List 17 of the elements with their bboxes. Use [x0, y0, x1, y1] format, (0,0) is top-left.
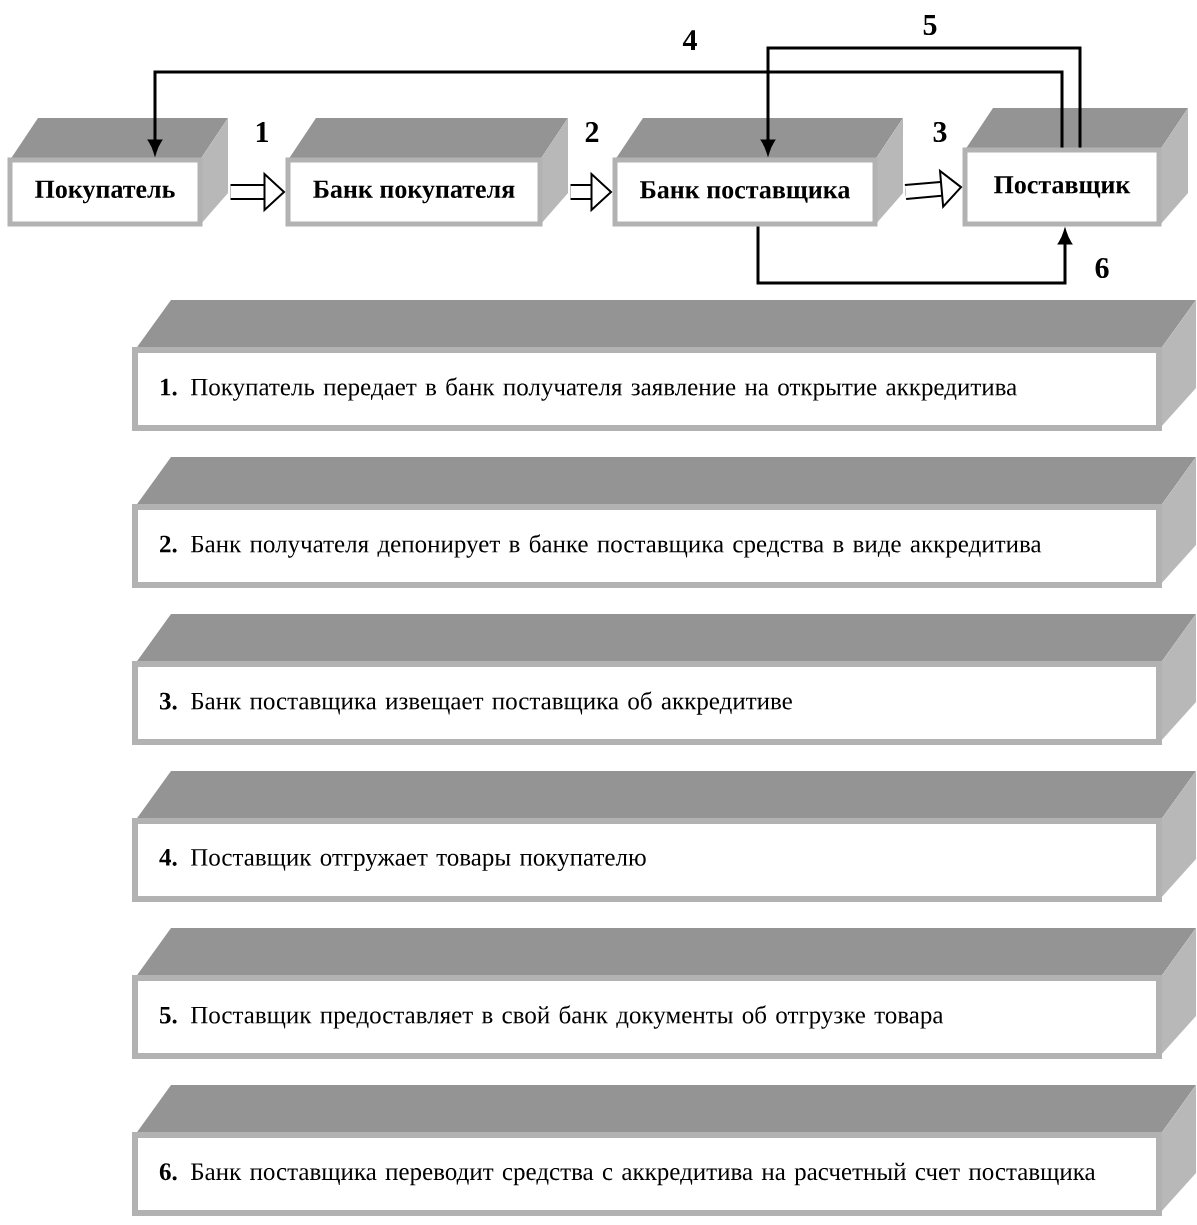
- edge-label: 2: [585, 122, 599, 142]
- step-band: 2. Банк получателя депонирует в банке поставщика средства в виде аккредитива: [132, 457, 1196, 588]
- edge-label: 5: [923, 15, 937, 35]
- participant-box: Поставщик: [962, 108, 1188, 227]
- participant-box: Покупатель: [7, 118, 228, 227]
- step-band: 6. Банк поставщика переводит средства с аккредитива на расчетный счет поставщика: [132, 1085, 1196, 1216]
- participant-box: Банк покупателя: [285, 118, 568, 227]
- edge-label: 6: [1095, 257, 1109, 279]
- step-band: 4. Поставщик отгружает товары покупателю: [132, 771, 1196, 902]
- step-band: 5. Поставщик предоставляет в свой банк документы об отгрузке товара: [132, 928, 1196, 1059]
- edge-label: 4: [682, 30, 697, 50]
- edge-label: 1: [256, 122, 268, 142]
- step-band: 3. Банк поставщика извещает поставщика об аккредитиве: [132, 614, 1196, 745]
- step-band: 1. Покупатель передает в банк получателя заявление на открытие аккредитива: [132, 300, 1196, 431]
- edge-label: 3: [933, 121, 947, 143]
- arrow: [756, 226, 1072, 285]
- participant-box: Банк поставщика: [612, 118, 903, 227]
